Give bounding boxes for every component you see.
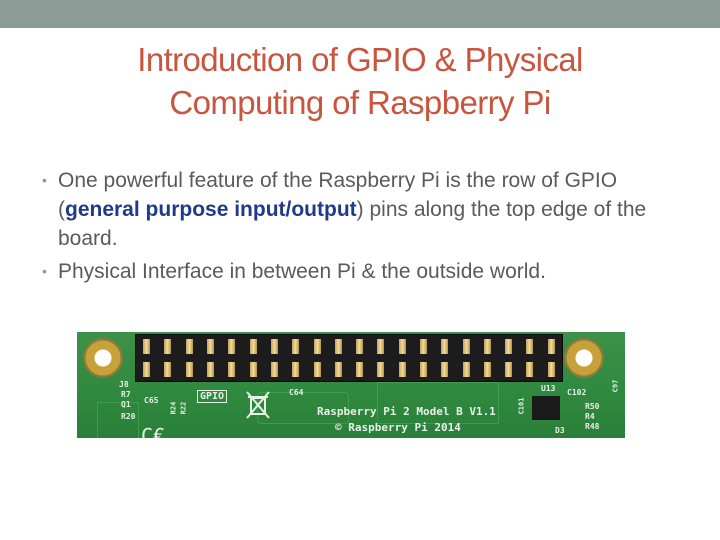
gpio-pin: [264, 335, 285, 358]
gpio-pin: [455, 335, 476, 358]
gpio-pin: [519, 358, 540, 381]
raspberry-pi-board-image: J8 R7 Q1 R20 C65 R24 R22 GPIO C64 Raspbe…: [77, 332, 625, 438]
slide-title: Introduction of GPIO & Physical Computin…: [60, 38, 660, 124]
gpio-pin: [392, 335, 413, 358]
pcb-trace: [257, 392, 349, 424]
gpio-pin: [541, 335, 562, 358]
gpio-pin: [519, 335, 540, 358]
gpio-pin: [200, 335, 221, 358]
label-r7: R7: [121, 390, 131, 399]
pcb-trace: [377, 382, 499, 424]
gpio-pin: [136, 335, 157, 358]
gpio-pin: [349, 335, 370, 358]
label-q1: Q1: [121, 400, 131, 409]
top-bar: [0, 0, 720, 28]
gpio-pin: [221, 358, 242, 381]
label-c65: C65: [144, 396, 159, 405]
board-model-text: Raspberry Pi 2 Model B V1.1: [317, 405, 496, 418]
gpio-pin: [136, 358, 157, 381]
bullet-2-text: Physical Interface in between Pi & the o…: [58, 260, 546, 283]
bullet-dot-icon: •: [42, 172, 47, 188]
bullet-item-interface: • Physical Interface in between Pi & the…: [42, 257, 682, 286]
gpio-pin: [392, 358, 413, 381]
gpio-pin: [179, 335, 200, 358]
bullet-list: • One powerful feature of the Raspberry …: [42, 166, 682, 290]
pcb-trace: [97, 402, 139, 438]
gpio-pin: [328, 358, 349, 381]
label-gpio: GPIO: [197, 390, 228, 403]
label-r22: R22: [179, 401, 188, 415]
label-r48: R48: [585, 422, 600, 431]
gpio-pin: [434, 335, 455, 358]
mounting-hole-right: [564, 338, 604, 378]
gpio-pin: [477, 335, 498, 358]
gpio-pin: [413, 335, 434, 358]
label-r4: R4: [585, 412, 595, 421]
label-c97: C97: [611, 379, 620, 393]
gpio-pin: [306, 358, 327, 381]
gpio-pin: [413, 358, 434, 381]
mounting-hole-left: [83, 338, 123, 378]
gpio-pin: [179, 358, 200, 381]
bullet-1-emphasis: general purpose input/output: [65, 198, 357, 221]
label-d3: D3: [555, 426, 565, 435]
gpio-pin-header: [135, 334, 563, 382]
gpio-pin: [370, 335, 391, 358]
gpio-pin: [242, 358, 263, 381]
label-c101: C101: [517, 397, 526, 415]
gpio-pin: [157, 358, 178, 381]
label-u13: U13: [541, 384, 556, 393]
gpio-pin: [285, 358, 306, 381]
bullet-1-text-start: One powerful feature of the Raspberry Pi…: [58, 169, 618, 221]
label-c102: C102: [567, 388, 587, 397]
gpio-pin: [498, 335, 519, 358]
bullet-dot-icon: •: [42, 263, 47, 279]
label-r20: R20: [121, 412, 136, 421]
gpio-pin: [370, 358, 391, 381]
gpio-pin: [349, 358, 370, 381]
gpio-pin: [157, 335, 178, 358]
label-r50: R50: [585, 402, 600, 411]
title-line-1: Introduction of GPIO & Physical: [137, 41, 583, 78]
gpio-pin: [264, 358, 285, 381]
gpio-pin: [477, 358, 498, 381]
gpio-pin: [285, 335, 306, 358]
gpio-pin: [242, 335, 263, 358]
gpio-pin: [455, 358, 476, 381]
gpio-pin: [328, 335, 349, 358]
gpio-pin: [221, 335, 242, 358]
board-copyright-text: © Raspberry Pi 2014: [335, 421, 461, 434]
gpio-pin: [434, 358, 455, 381]
chip-u13: [532, 396, 560, 420]
ce-mark-icon: C€: [141, 424, 166, 438]
title-line-2: Computing of Raspberry Pi: [169, 84, 551, 121]
gpio-pin: [541, 358, 562, 381]
gpio-pin: [200, 358, 221, 381]
bullet-1-text-end: ) pins along the top edge of the board.: [58, 198, 647, 250]
label-c64: C64: [289, 388, 304, 397]
gpio-pin: [498, 358, 519, 381]
label-r24: R24: [169, 401, 178, 415]
bullet-item-gpio: • One powerful feature of the Raspberry …: [42, 166, 682, 253]
weee-bin-icon: [246, 391, 270, 419]
gpio-pin: [306, 335, 327, 358]
label-j8: J8: [119, 380, 129, 389]
